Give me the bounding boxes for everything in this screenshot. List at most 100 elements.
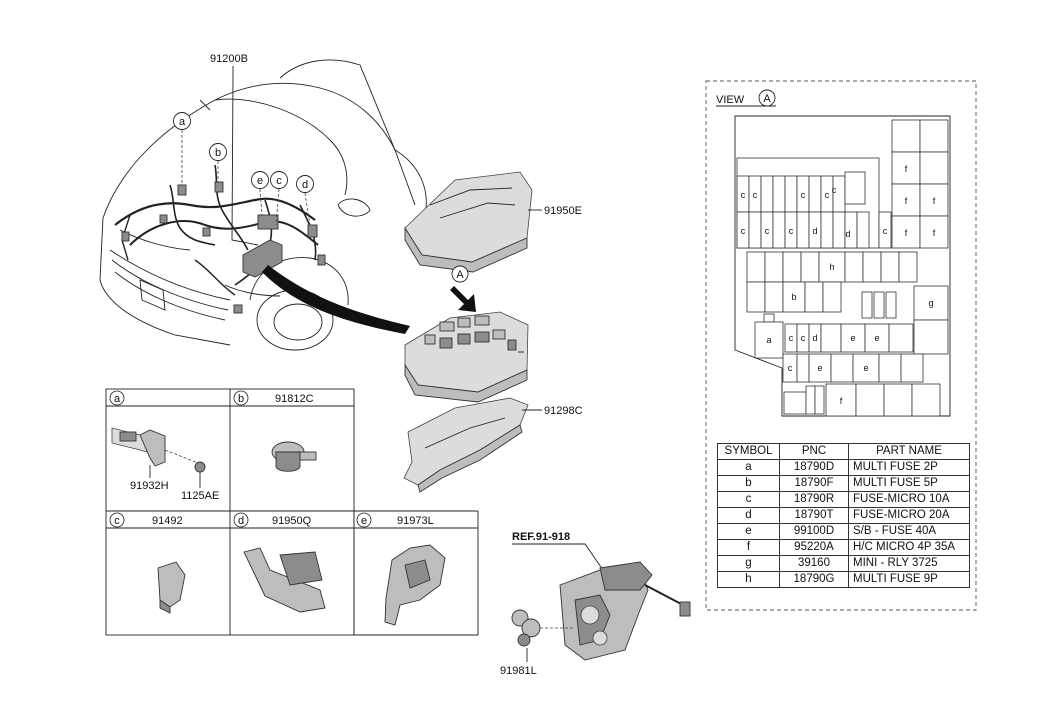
panel-b-part: 91812C: [275, 393, 314, 405]
ref-label: REF.91-918: [512, 531, 570, 543]
table-row: g 39160 MINI - RLY 3725: [717, 555, 970, 572]
view-a-marker-text: A: [763, 93, 771, 105]
legend-pnc: 18790R: [779, 491, 849, 508]
fuse-label-c: c: [789, 226, 794, 236]
table-row: f 95220A H/C MICRO 4P 35A: [717, 539, 970, 556]
panel-d-part: 91950Q: [272, 515, 312, 527]
panel-e-marker: [356, 512, 372, 528]
legend-pnc: 99100D: [779, 523, 849, 540]
fuse-label-g: g: [928, 298, 933, 308]
callout-e-text: e: [257, 175, 263, 187]
detail-panels: a 91932H 1125AE b 91812C c 91492 d 91950…: [105, 388, 479, 636]
view-marker-circle: [451, 265, 469, 283]
fuse-label-c: c: [765, 226, 770, 236]
lower-cover-part-label: 91298C: [544, 405, 583, 417]
fuse-label-a: a: [766, 335, 771, 345]
panel-b-marker: [233, 390, 249, 406]
table-row: h 18790G MULTI FUSE 9P: [717, 571, 970, 588]
harness-leader-line: [231, 66, 259, 246]
fuse-label-f: f: [933, 228, 936, 238]
legend-part-name: MULTI FUSE 9P: [848, 571, 970, 588]
legend-header-row: SYMBOL PNC PART NAME: [717, 443, 970, 460]
fuse-label-c: c: [753, 190, 758, 200]
fuse-label-b: b: [791, 292, 796, 302]
panel-e-letter: e: [361, 515, 367, 527]
ref-assembly: REF.91-918 91981L: [500, 531, 691, 677]
bracket-part-label: 91981L: [500, 665, 537, 677]
panel-d-letter: d: [238, 515, 244, 527]
legend-part-name: FUSE-MICRO 10A: [848, 491, 970, 508]
legend-part-name: MULTI FUSE 2P: [848, 459, 970, 476]
fuse-label-c: c: [741, 190, 746, 200]
legend-pnc: 39160: [779, 555, 849, 572]
sweep-arrow: [262, 265, 410, 334]
fuse-label-d: d: [812, 333, 817, 343]
callout-d: [296, 175, 314, 193]
boot-part: [157, 561, 186, 608]
panel-c-letter: c: [114, 515, 120, 527]
panel-b-letter: b: [238, 393, 244, 405]
panel-c-part: 91492: [152, 515, 183, 527]
legend-part-name: MULTI FUSE 5P: [848, 475, 970, 492]
fuse-label-f: f: [905, 228, 908, 238]
fuse-label-c: c: [741, 226, 746, 236]
legend-part-name: S/B - FUSE 40A: [848, 523, 970, 540]
fuse-label-e: e: [850, 333, 855, 343]
callout-b-text: b: [215, 147, 221, 159]
fuse-label-h: h: [829, 262, 834, 272]
fuse-label-c: c: [825, 190, 830, 200]
fuse-label-e: e: [863, 363, 868, 373]
panel-c-marker: [109, 512, 125, 528]
panel-e-part: 91973L: [397, 515, 434, 527]
table-row: c 18790R FUSE-MICRO 10A: [717, 491, 970, 508]
fuse-label-c: c: [801, 190, 806, 200]
legend-pnc: 18790G: [779, 571, 849, 588]
callout-d-text: d: [302, 179, 308, 191]
fuse-label-c: c: [789, 333, 794, 343]
legend-part-name: MINI - RLY 3725: [848, 555, 970, 572]
table-row: b 18790F MULTI FUSE 5P: [717, 475, 970, 492]
callout-a: [173, 112, 191, 130]
callout-c: [270, 171, 288, 189]
legend-pnc: 18790T: [779, 507, 849, 524]
legend-symbol: f: [717, 539, 780, 556]
view-arrow-icon: [450, 286, 476, 312]
view-title: VIEW: [716, 94, 745, 106]
legend-pnc: 18790D: [779, 459, 849, 476]
legend-header-part-name: PART NAME: [848, 443, 970, 460]
panel-a-sub-part-1: 91932H: [130, 480, 169, 492]
cover-part-label: 91950E: [544, 205, 582, 217]
vehicle-illustration: [99, 59, 427, 351]
panel-a-sub-part-2: 1125AE: [181, 490, 219, 502]
fuse-label-e: e: [874, 333, 879, 343]
callout-a-text: a: [179, 116, 186, 128]
junction-box-assembly: 91950E A 91298C: [403, 171, 583, 493]
legend-symbol: a: [717, 459, 780, 476]
callout-b: [209, 143, 227, 161]
fuse-label-c: c: [832, 185, 837, 195]
panel-d-marker: [233, 512, 249, 528]
fuse-label-e: e: [817, 363, 822, 373]
fuse-box-outline: [734, 115, 951, 417]
legend-table: SYMBOL PNC PART NAME a 18790D MULTI FUSE…: [717, 443, 970, 588]
view-marker-text: A: [456, 269, 464, 281]
bracket-part: [243, 547, 326, 613]
legend-symbol: d: [717, 507, 780, 524]
legend-symbol: e: [717, 523, 780, 540]
callout-e: [251, 171, 269, 189]
fuse-label-c: c: [883, 226, 888, 236]
fuse-label-d: d: [845, 229, 850, 239]
callout-c-text: c: [276, 175, 282, 187]
legend-part-name: H/C MICRO 4P 35A: [848, 539, 970, 556]
panel-a-marker: [109, 390, 125, 406]
fuse-label-c: c: [801, 333, 806, 343]
legend-pnc: 95220A: [779, 539, 849, 556]
view-a-panel: VIEW A f f f f f c c c c: [705, 80, 977, 611]
fuse-label-c: c: [788, 363, 793, 373]
fuse-label-f: f: [840, 396, 843, 406]
legend-pnc: 18790F: [779, 475, 849, 492]
legend-symbol: b: [717, 475, 780, 492]
panel-a-letter: a: [114, 393, 121, 405]
legend-part-name: FUSE-MICRO 20A: [848, 507, 970, 524]
